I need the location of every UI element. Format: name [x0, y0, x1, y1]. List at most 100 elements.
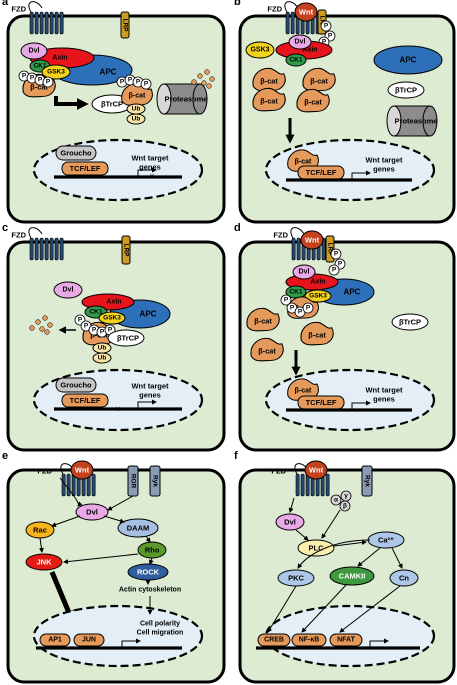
- beta-catenin-shape: [252, 87, 286, 112]
- proteasome-label: Proteasome: [165, 95, 208, 104]
- cn-to-nfat: [339, 585, 401, 633]
- calcium-to-camkii: [357, 547, 381, 567]
- wnt-label: Wnt: [309, 466, 324, 475]
- beta-catenin-shape: [300, 321, 334, 346]
- btrcp-label: βTrCP: [395, 86, 417, 95]
- axin-label: Axin: [52, 55, 67, 62]
- dvl-label: Dvl: [63, 287, 74, 294]
- btrcp-label: βTrCP: [117, 334, 139, 343]
- g-protein: αγβ: [330, 490, 352, 512]
- wnt: [294, 2, 318, 22]
- proteasome-end: [422, 105, 438, 137]
- target-genes-label: genes: [373, 165, 395, 174]
- dna-strand: [286, 408, 412, 412]
- phosphate-circle: [302, 302, 314, 314]
- transcription-arrow: [137, 167, 157, 177]
- panel-d: dFZDLRPWntPPPAPCAxinDvlCK1GSK3β-catPPPPβ…: [234, 222, 456, 452]
- transcription-arrow: [351, 170, 371, 180]
- migration-label: Cell migration: [137, 630, 184, 637]
- lrp-coreceptor: LRP: [121, 235, 131, 265]
- axin-label: Axin: [106, 299, 121, 306]
- g-beta: [339, 500, 351, 512]
- panel-letter: f: [234, 450, 238, 462]
- transcription-arrow: [351, 400, 371, 410]
- fzd-label: FZD: [37, 467, 52, 476]
- polarity-label: Cell polarity: [140, 621, 180, 628]
- fzd-helix: [49, 11, 54, 35]
- dna: [36, 646, 182, 650]
- dvl: [20, 42, 48, 60]
- degradation-fragment: [35, 319, 41, 325]
- nfat: [329, 633, 363, 647]
- proteasome: Proteasome: [156, 83, 208, 115]
- phosphate-label: P: [290, 305, 295, 312]
- proteasome-end: [386, 105, 402, 137]
- ubiquitin-label: Ub: [132, 116, 141, 123]
- daam-label: DAAM: [127, 524, 150, 533]
- fzd-receptor: FZD: [271, 463, 330, 497]
- target-genes-label: Wnt target: [131, 154, 169, 163]
- dna: [286, 178, 412, 182]
- rac-to-jnk: [38, 537, 44, 553]
- phosphate-label: P: [306, 305, 311, 312]
- phosphate-label: P: [284, 297, 289, 304]
- fzd-to-dvl: [59, 477, 83, 507]
- ryk-label: Ryk: [364, 475, 371, 487]
- plc: [297, 539, 335, 557]
- ryk-receptor: [149, 465, 161, 497]
- fzd-loop: [28, 227, 43, 239]
- phosphate-label: P: [334, 251, 339, 258]
- panel-letter: c: [2, 222, 8, 234]
- ubiquitin: [92, 352, 112, 364]
- dvl-label: Dvl: [284, 518, 296, 527]
- lrp-label: LRP: [123, 244, 130, 258]
- calcium-to-pkc: [297, 539, 371, 569]
- lrp-body: [121, 235, 131, 265]
- proteasome-end: [156, 83, 172, 115]
- phosphate-circle: [280, 294, 292, 306]
- phosphate: P: [328, 264, 340, 276]
- beta-catenin-label: β-cat: [310, 77, 328, 86]
- dvl: [275, 513, 305, 531]
- g-beta-label: β: [343, 503, 347, 510]
- phosphate: P: [132, 76, 144, 88]
- fzd-label: FZD: [267, 5, 282, 14]
- fzd-helix: [54, 11, 59, 35]
- apc-label: APC: [400, 56, 417, 65]
- phosphate-label: P: [338, 261, 343, 268]
- ck1-label: CK1: [89, 309, 102, 316]
- creb: [257, 633, 291, 647]
- axin-label: Axin: [302, 47, 317, 54]
- apc: [373, 45, 443, 75]
- fzd-helix: [49, 237, 54, 261]
- apc-label: APC: [100, 68, 117, 77]
- degradation-fragment: [206, 83, 212, 89]
- fzd-helix: [66, 473, 71, 497]
- dvl-label: Dvl: [299, 269, 310, 276]
- dvl-to-plc: [295, 529, 309, 541]
- camkii-label: CAMKII: [339, 572, 366, 581]
- plc-to-calcium: [333, 540, 367, 547]
- fzd-helix: [59, 237, 64, 261]
- transcription-arrow: [369, 638, 389, 648]
- gsk3: [245, 41, 275, 59]
- phosphate-label: P: [22, 73, 27, 80]
- beta-catenin: β-cat: [300, 321, 334, 346]
- camkii-to-nfkb: [301, 584, 347, 633]
- fzd-helix: [34, 237, 39, 261]
- ap1-label: AP1: [48, 637, 62, 644]
- ck1-label: CK1: [33, 63, 46, 70]
- degradation-fragment: [209, 76, 215, 82]
- fzd-helix: [325, 473, 330, 497]
- phosphate: P: [302, 302, 314, 314]
- beta-catenin-label: β-cat: [295, 388, 312, 395]
- axin-label: Axin: [310, 279, 325, 286]
- phosphate-label: P: [128, 77, 133, 84]
- ubiquitin-label: Ub: [98, 355, 107, 362]
- ror-to-dvl: [107, 495, 134, 511]
- fzd-helix: [300, 473, 305, 497]
- dvl: [288, 34, 312, 50]
